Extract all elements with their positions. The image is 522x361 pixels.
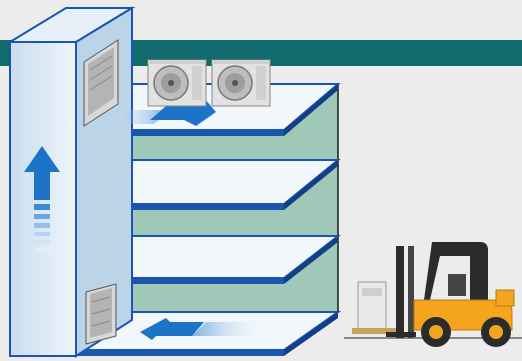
indoor-unit-icon — [86, 284, 116, 344]
ac-outdoor-unit-icon — [148, 60, 206, 106]
cargo-unit — [352, 282, 396, 334]
forklift-icon — [386, 242, 514, 347]
ac-outdoor-unit-icon — [212, 60, 270, 106]
